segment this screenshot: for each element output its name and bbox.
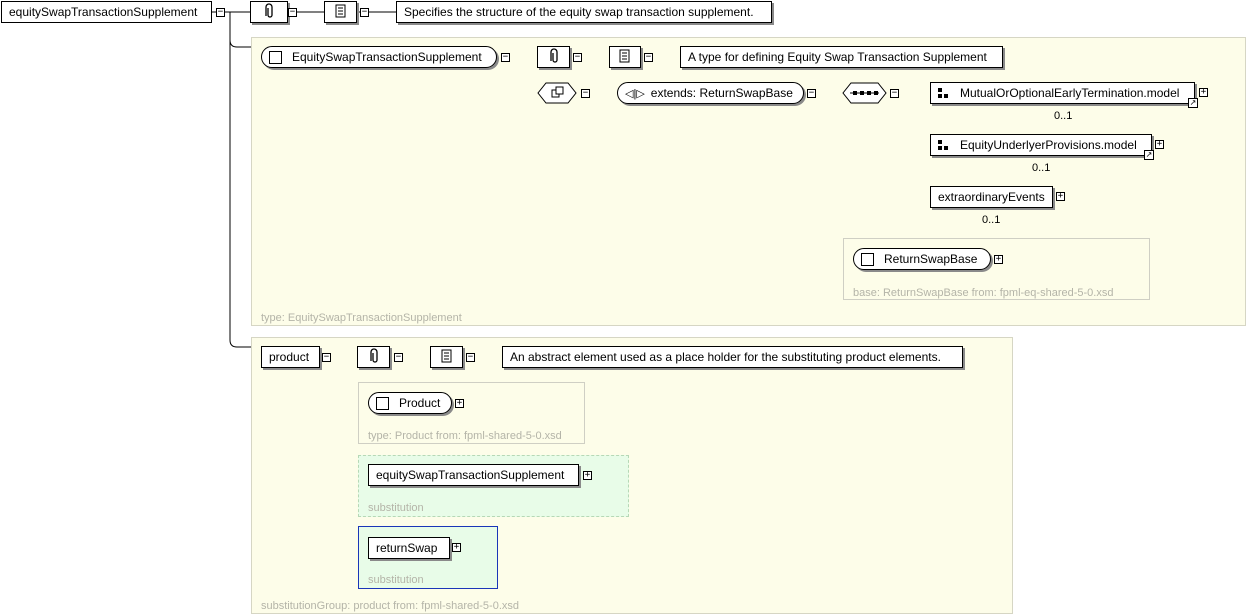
product-documentation-node[interactable] [430,346,463,368]
reference-arrow-icon: ↗ [1188,98,1198,108]
sequence-compositor-node[interactable] [842,82,887,104]
equity-underlyer-provisions-expand-toggle[interactable]: + [1155,139,1164,149]
extension-collapse-toggle[interactable]: − [807,88,816,98]
paperclip-icon [367,347,381,367]
root-element-label: equitySwapTransactionSupplement [9,5,198,19]
extension-node[interactable]: ◁|▷ extends: ReturnSwapBase [617,82,804,104]
group-icon [938,88,950,98]
occurrence-label: 0..1 [1054,110,1073,122]
documentation-scroll-icon [333,3,349,22]
complex-content-node[interactable] [537,82,577,104]
extension-icon: ◁|▷ [625,87,645,100]
occurrence-label: 0..1 [1032,162,1051,174]
product-collapse-toggle[interactable]: − [322,352,331,362]
mutual-early-termination-expand-toggle[interactable]: + [1199,87,1208,97]
base-type-node[interactable]: ReturnSwapBase [853,248,991,270]
extension-label: extends: ReturnSwapBase [650,86,793,100]
complex-type-collapse-toggle[interactable]: − [501,52,510,62]
substitution-element-node[interactable]: returnSwap [368,537,450,559]
product-type-expand-toggle[interactable]: + [455,398,464,408]
annotation-collapse-toggle[interactable]: − [288,7,297,17]
complex-type-icon [861,252,874,266]
product-panel-caption: substitutionGroup: product from: fpml-sh… [261,600,520,612]
group-ref-mutual-early-termination[interactable]: MutualOrOptionalEarlyTermination.model [930,82,1195,104]
group-icon [938,140,950,150]
root-documentation-text: Specifies the structure of the equity sw… [396,1,772,23]
paperclip-icon [547,47,561,67]
base-type-caption: base: ReturnSwapBase from: fpml-eq-share… [853,287,1114,299]
product-documentation-collapse-toggle[interactable]: − [466,352,475,362]
substitution-expand-toggle[interactable]: + [583,470,592,480]
complex-content-collapse-toggle[interactable]: − [581,88,590,98]
substitution-expand-toggle[interactable]: + [452,542,461,552]
root-documentation-node[interactable] [324,1,357,23]
complex-type-label: EquitySwapTransactionSupplement [292,50,482,64]
root-annotation-node[interactable] [250,1,288,23]
reference-arrow-icon: ↗ [1144,150,1154,160]
type-annotation-node[interactable] [537,46,570,68]
product-type-node[interactable]: Product [368,392,452,414]
type-panel-caption: type: EquitySwapTransactionSupplement [261,312,462,324]
product-element-node[interactable]: product [261,346,320,368]
product-annotation-node[interactable] [357,346,390,368]
complex-type-node[interactable]: EquitySwapTransactionSupplement [261,46,497,68]
occurrence-label: 0..1 [982,214,1001,226]
substitution-caption: substitution [368,574,424,586]
type-documentation-collapse-toggle[interactable]: − [644,52,653,62]
root-element-node[interactable]: equitySwapTransactionSupplement [1,1,212,23]
complex-content-shape [537,82,577,104]
product-documentation-text: An abstract element used as a place hold… [502,346,963,368]
sequence-shape [842,82,887,104]
type-documentation-node[interactable] [609,46,641,68]
complex-type-icon [376,396,389,410]
substitution-element-node[interactable]: equitySwapTransactionSupplement [368,464,579,486]
type-documentation-text: A type for defining Equity Swap Transact… [680,46,1003,68]
complex-type-icon [269,50,282,64]
element-extraordinary-events[interactable]: extraordinaryEvents [930,186,1053,208]
documentation-collapse-toggle[interactable]: − [360,7,369,17]
type-annotation-collapse-toggle[interactable]: − [573,52,582,62]
extraordinary-events-expand-toggle[interactable]: + [1056,191,1065,201]
group-ref-equity-underlyer-provisions[interactable]: EquityUnderlyerProvisions.model [930,134,1152,156]
product-annotation-collapse-toggle[interactable]: − [394,352,403,362]
documentation-scroll-icon [617,48,633,67]
sequence-collapse-toggle[interactable]: − [890,88,899,98]
base-type-expand-toggle[interactable]: + [994,254,1003,264]
substitution-caption: substitution [368,502,424,514]
root-collapse-toggle[interactable]: − [216,7,225,17]
documentation-scroll-icon [439,348,455,367]
product-type-caption: type: Product from: fpml-shared-5-0.xsd [368,430,562,442]
paperclip-icon [262,2,276,22]
